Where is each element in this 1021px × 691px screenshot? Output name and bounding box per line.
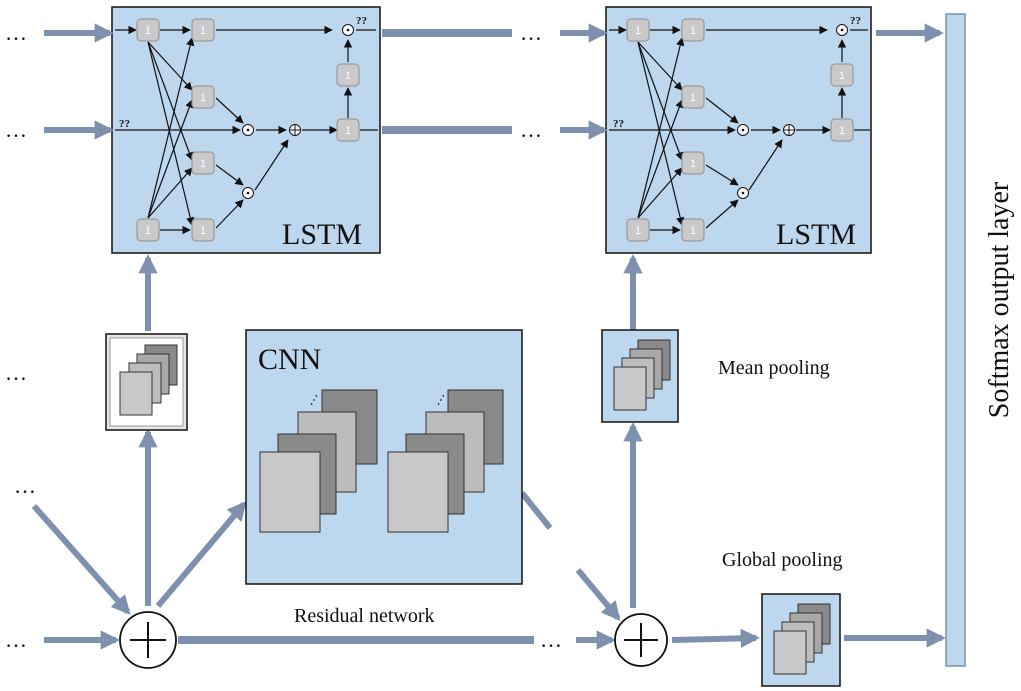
unknown-glyph: ?? <box>356 15 367 27</box>
ellipsis: … <box>301 389 321 409</box>
lstm-block-left: 1 1 1 1 1 1 1 1 ?? ?? LSTM <box>111 6 381 254</box>
lstm-cell: 1 <box>830 118 854 142</box>
lstm-cell: 1 <box>336 63 360 87</box>
lstm-cell: 1 <box>830 63 854 87</box>
svg-text:1: 1 <box>345 125 351 137</box>
svg-text:1: 1 <box>690 92 696 104</box>
lstm-cell: 1 <box>191 18 215 42</box>
lstm-cell: 1 <box>191 85 215 109</box>
svg-text:1: 1 <box>839 70 845 82</box>
ellipsis: … <box>428 389 448 409</box>
ellipsis: … <box>5 627 27 652</box>
lstm-cell: 1 <box>681 18 705 42</box>
lstm-label: LSTM <box>282 218 362 251</box>
lstm-cell: 1 <box>191 218 215 242</box>
lstm-cell: 1 <box>681 85 705 109</box>
feature-map-stack: … <box>387 389 504 533</box>
svg-text:1: 1 <box>145 25 151 37</box>
ellipsis: … <box>5 360 27 385</box>
sum-node-right <box>614 613 668 667</box>
lstm-cell: 1 <box>626 218 650 242</box>
lstm-cell: 1 <box>681 151 705 175</box>
svg-text:1: 1 <box>200 25 206 37</box>
multiply-operator <box>836 24 848 36</box>
softmax-label: Softmax output layer <box>984 181 1015 418</box>
multiply-operator <box>242 187 254 199</box>
lstm-cell: 1 <box>191 151 215 175</box>
lstm-cell: 1 <box>681 218 705 242</box>
lstm-cell: 1 <box>626 18 650 42</box>
residual-network-label: Residual network <box>294 605 435 627</box>
multiply-operator <box>342 24 354 36</box>
lstm-block-right: 1 1 1 1 1 1 1 1 ?? ?? LSTM <box>605 6 872 254</box>
softmax-output-layer: Softmax output layer <box>945 13 1015 667</box>
svg-text:1: 1 <box>690 225 696 237</box>
feature-map-box-left <box>105 333 188 431</box>
svg-text:1: 1 <box>200 158 206 170</box>
lstm-cell: 1 <box>136 18 160 42</box>
add-operator <box>783 124 795 136</box>
ellipsis: … <box>5 20 27 45</box>
svg-text:1: 1 <box>345 70 351 82</box>
ellipsis: … <box>520 20 542 45</box>
multiply-operator <box>737 124 749 136</box>
svg-text:1: 1 <box>690 25 696 37</box>
svg-text:1: 1 <box>839 125 845 137</box>
flow-arrows <box>31 23 946 650</box>
multiply-operator <box>737 187 749 199</box>
svg-text:1: 1 <box>635 25 641 37</box>
svg-text:1: 1 <box>690 158 696 170</box>
svg-text:1: 1 <box>145 225 151 237</box>
unknown-glyph: ?? <box>119 118 130 130</box>
unknown-glyph: ?? <box>850 15 861 27</box>
mean-pooling-label: Mean pooling <box>718 357 830 379</box>
cnn-label: CNN <box>258 343 321 376</box>
lstm-label: LSTM <box>776 218 856 251</box>
cnn-block: CNN … … <box>245 329 523 585</box>
mean-pooling-box <box>601 329 679 423</box>
ellipsis: … <box>520 117 542 142</box>
feature-map-stack: … <box>259 389 378 533</box>
svg-text:1: 1 <box>635 225 641 237</box>
global-pooling-label: Global pooling <box>722 549 843 571</box>
ellipsis: … <box>5 117 27 142</box>
ellipsis: … <box>540 627 562 652</box>
global-pooling-box <box>761 593 841 687</box>
svg-text:1: 1 <box>200 225 206 237</box>
add-operator <box>289 124 301 136</box>
unknown-glyph: ?? <box>613 118 624 130</box>
lstm-cell: 1 <box>336 118 360 142</box>
svg-text:1: 1 <box>200 92 206 104</box>
multiply-operator <box>242 124 254 136</box>
lstm-cell: 1 <box>136 218 160 242</box>
sum-node-left <box>119 611 177 669</box>
ellipsis-markers: … … … … … … … … <box>5 20 562 652</box>
ellipsis: … <box>14 473 36 498</box>
